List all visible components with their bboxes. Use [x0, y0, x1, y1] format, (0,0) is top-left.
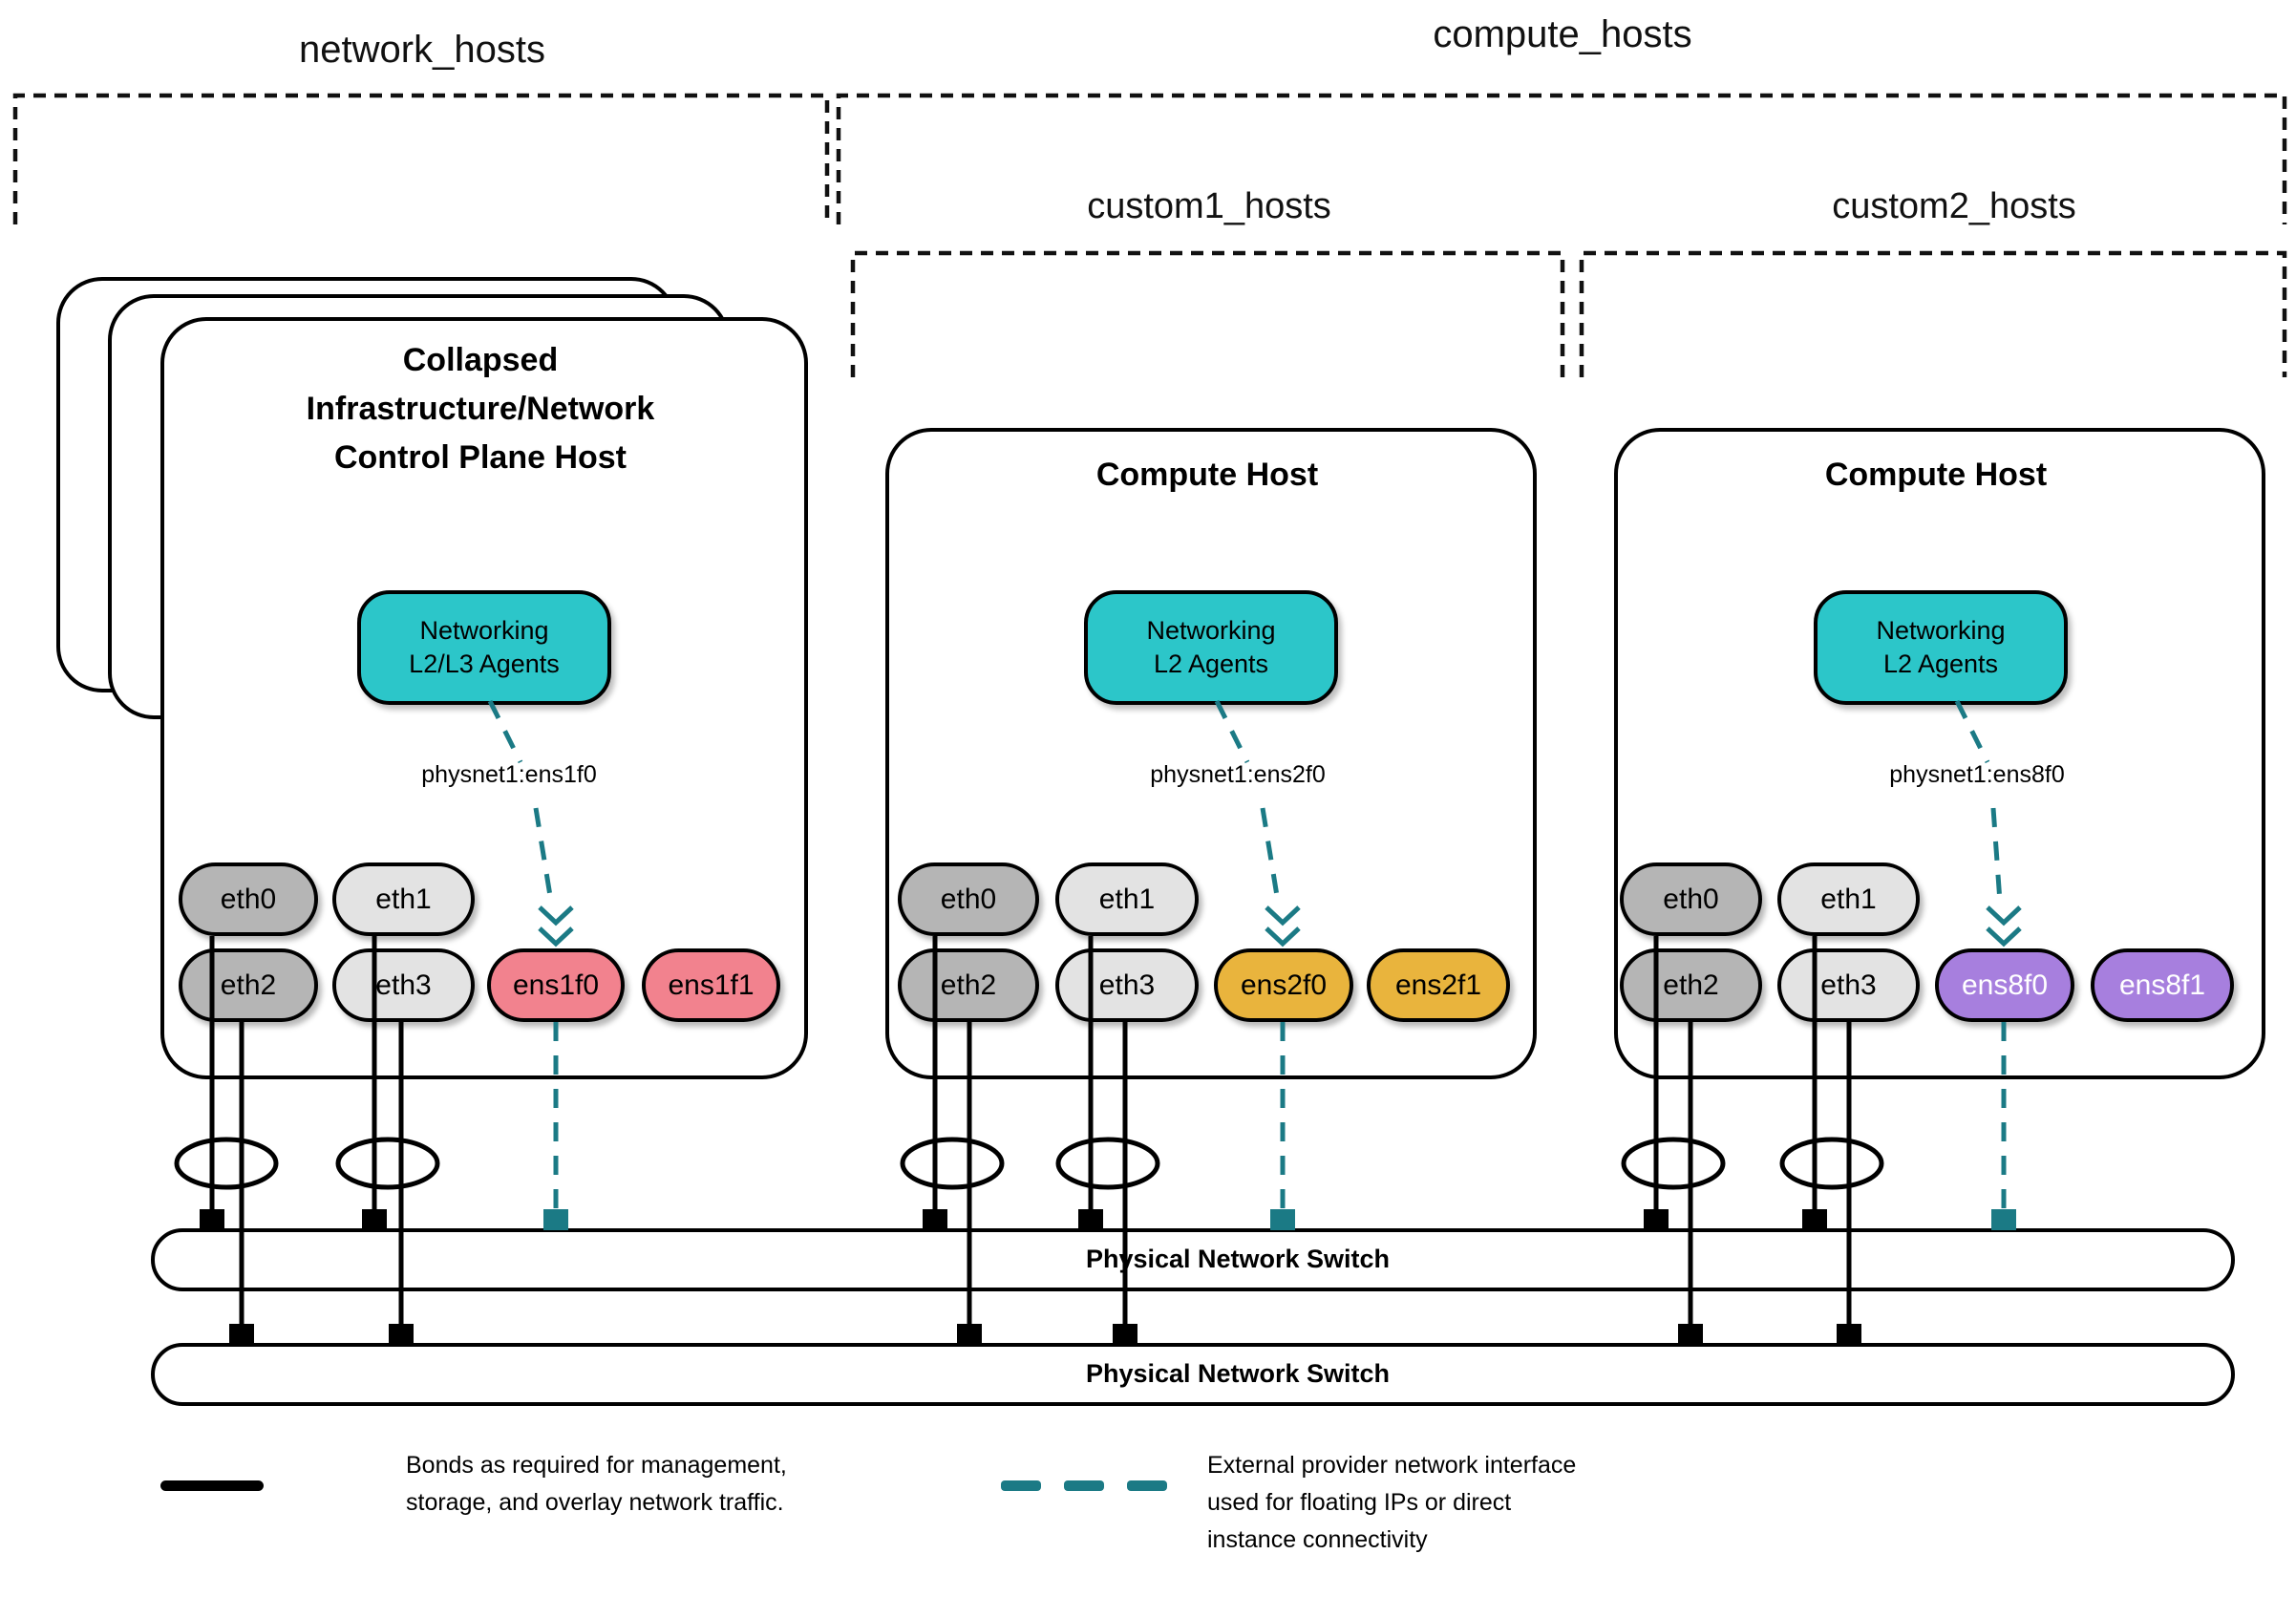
agent-box-line: Networking	[419, 616, 549, 645]
legend-bond-text: Bonds as required for management, storag…	[406, 1447, 787, 1522]
nic-pill-ens1f0: ens1f0	[487, 948, 625, 1022]
host-title-line: Collapsed	[402, 342, 559, 378]
bracket-network-hosts	[12, 93, 830, 224]
nic-pill-ens2f1: ens2f1	[1367, 948, 1510, 1022]
bond-ellipse	[1621, 1137, 1726, 1190]
legend-provider-swatch	[1127, 1480, 1167, 1491]
legend-bond-line: storage, and overlay network traffic.	[406, 1489, 784, 1516]
connector-square	[1113, 1324, 1137, 1345]
group-label-custom1-hosts: custom1_hosts	[1087, 186, 1331, 226]
agent-box-line: Networking	[1146, 616, 1276, 645]
host-title-line: Infrastructure/Network	[306, 391, 655, 427]
group-label-compute-hosts: compute_hosts	[1433, 13, 1692, 55]
connector-square	[1078, 1209, 1103, 1230]
bond-ellipse	[335, 1137, 440, 1190]
connector-square	[1837, 1324, 1861, 1345]
physnet-label-control: physnet1:ens1f0	[421, 761, 597, 788]
provider-connector-square	[543, 1209, 568, 1230]
agent-box-line: L2 Agents	[1882, 649, 1999, 678]
agent-box-line: L2/L3 Agents	[409, 649, 560, 678]
nic-pill-eth3: eth3	[332, 948, 475, 1022]
nic-pill-ens2f0: ens2f0	[1214, 948, 1353, 1022]
connector-square	[1802, 1209, 1827, 1230]
host-title-control: Collapsed Infrastructure/Network Control…	[307, 336, 655, 482]
connector-square	[1644, 1209, 1669, 1230]
connector-square	[957, 1324, 982, 1345]
bond-ellipse	[1055, 1137, 1160, 1190]
connector-square	[923, 1209, 947, 1230]
agent-box-line: L2 Agents	[1153, 649, 1269, 678]
switch-label-1: Physical Network Switch	[1085, 1245, 1391, 1273]
nic-pill-eth3: eth3	[1055, 948, 1199, 1022]
nic-pill-eth0: eth0	[898, 862, 1039, 936]
nic-pill-ens1f1: ens1f1	[642, 948, 780, 1022]
bond-ellipse	[174, 1137, 279, 1190]
agent-box-line: Networking	[1876, 616, 2006, 645]
switch-label-2: Physical Network Switch	[1085, 1359, 1391, 1388]
physnet-label-compute-1: physnet1:ens2f0	[1150, 761, 1326, 788]
legend-provider-swatch	[1064, 1480, 1104, 1491]
nic-pill-eth0: eth0	[179, 862, 318, 936]
legend-provider-line: External provider network interface	[1207, 1452, 1577, 1479]
nic-pill-eth1: eth1	[332, 862, 475, 936]
bond-ellipse	[900, 1137, 1005, 1190]
legend-bond-line: Bonds as required for management,	[406, 1452, 787, 1479]
nic-pill-eth2: eth2	[1620, 948, 1762, 1022]
nic-pill-eth1: eth1	[1777, 862, 1920, 936]
bracket-custom1-hosts	[850, 250, 1565, 377]
connector-square	[362, 1209, 387, 1230]
nic-pill-eth0: eth0	[1620, 862, 1762, 936]
connector-square	[229, 1324, 254, 1345]
nic-pill-eth1: eth1	[1055, 862, 1199, 936]
host-title-compute-1: Compute Host	[1095, 457, 1319, 493]
physnet-label-compute-2: physnet1:ens8f0	[1889, 761, 2065, 788]
legend-bond-swatch	[160, 1480, 264, 1491]
nic-pill-eth2: eth2	[898, 948, 1039, 1022]
legend-provider-line: instance connectivity	[1207, 1526, 1428, 1553]
legend-provider-line: used for floating IPs or direct	[1207, 1489, 1512, 1516]
host-title-line: Control Plane Host	[333, 439, 627, 476]
connector-square	[200, 1209, 224, 1230]
connector-square	[1678, 1324, 1703, 1345]
bracket-custom2-hosts	[1579, 250, 2287, 377]
nic-pill-ens8f1: ens8f1	[2091, 948, 2234, 1022]
provider-connector-square	[1270, 1209, 1295, 1230]
provider-connector-square	[1991, 1209, 2016, 1230]
bond-ellipse	[1779, 1137, 1884, 1190]
connector-square	[389, 1324, 414, 1345]
nic-pill-eth3: eth3	[1777, 948, 1920, 1022]
group-label-network-hosts: network_hosts	[299, 29, 545, 71]
host-title-compute-2: Compute Host	[1824, 457, 2048, 493]
legend-provider-text: External provider network interface used…	[1207, 1447, 1576, 1559]
agent-box-compute-2: Networking L2 Agents	[1814, 590, 2068, 705]
group-label-custom2-hosts: custom2_hosts	[1832, 186, 2076, 226]
legend-provider-swatch	[1001, 1480, 1041, 1491]
nic-pill-ens8f0: ens8f0	[1935, 948, 2074, 1022]
nic-pill-eth2: eth2	[179, 948, 318, 1022]
agent-box-control: Networking L2/L3 Agents	[357, 590, 611, 705]
agent-box-compute-1: Networking L2 Agents	[1084, 590, 1338, 705]
